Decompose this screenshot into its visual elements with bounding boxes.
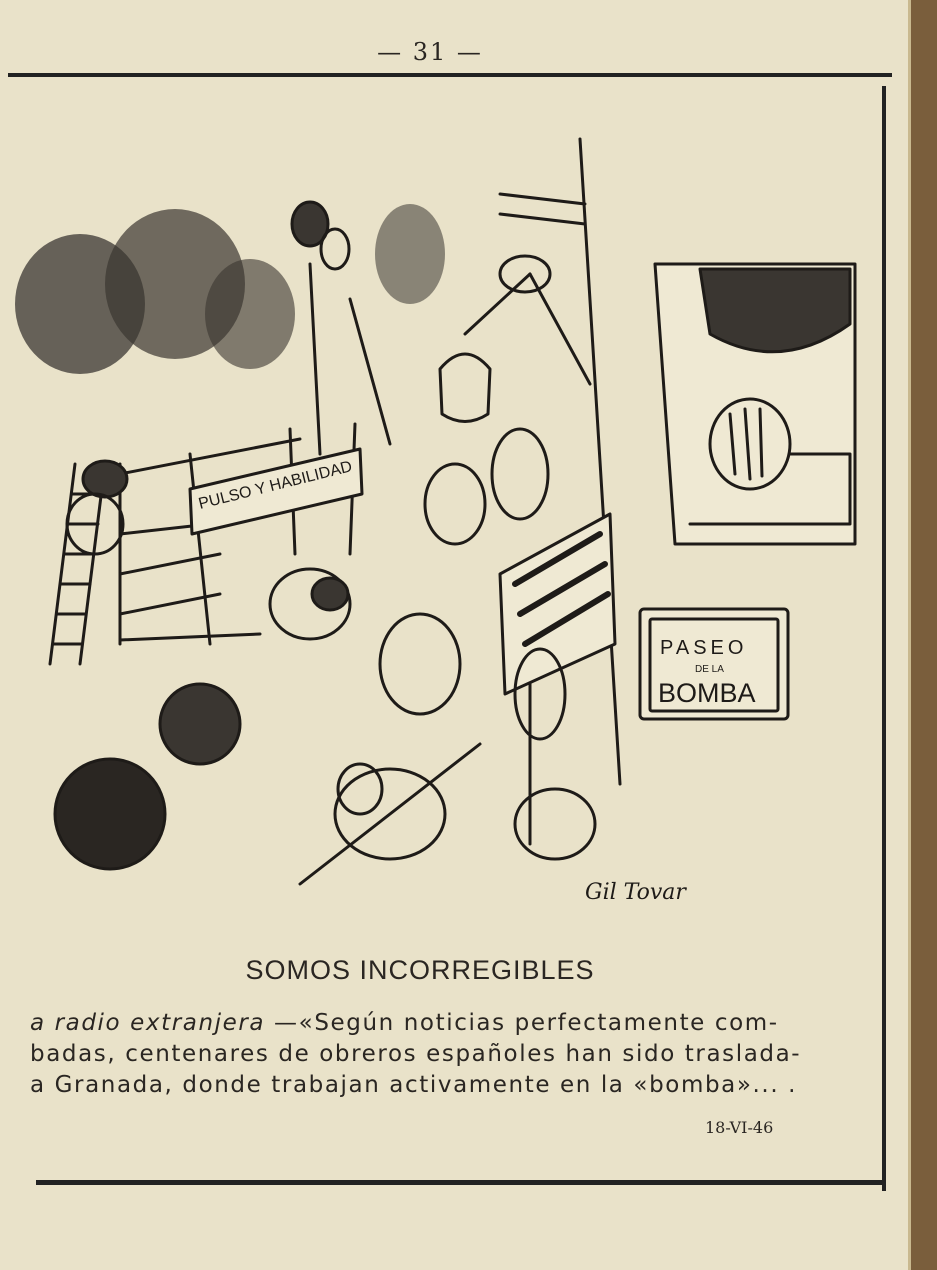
- tennis-racket: [298, 742, 482, 886]
- artist-signature: Gil Tovar: [585, 880, 687, 905]
- street-sign-line3: BOMBA: [658, 678, 756, 708]
- caption-title: SOMOS INCORREGIBLES: [245, 955, 595, 985]
- radio-window: [653, 262, 857, 546]
- caption-line-3: a Granada, donde trabajan activamente en…: [30, 1072, 798, 1098]
- lamp: [438, 254, 592, 423]
- right-rule: [882, 86, 886, 1191]
- street-sign-frame: [638, 607, 790, 721]
- trees: [15, 204, 445, 374]
- building: [498, 137, 622, 846]
- page-edge-shadow: [908, 0, 911, 1270]
- bottom-rule: [36, 1180, 884, 1185]
- caption-line-1-rest: —«Según noticias perfectamente com-: [265, 1010, 779, 1036]
- page-number: — 31 —: [377, 38, 483, 66]
- figures: [53, 427, 597, 871]
- caption-source: a radio extranjera: [30, 1010, 266, 1036]
- caption-line-2: badas, centenares de obreros españoles h…: [30, 1041, 802, 1067]
- cartoon-illustration: PULSO Y HABILIDAD PASEO DE LA BOMBA Gil …: [15, 137, 857, 905]
- page-edge: [911, 0, 937, 1270]
- date-stamp: 18-VI-46: [705, 1118, 774, 1137]
- caption-line-1: a radio extranjera —«Según noticias perf…: [30, 1008, 865, 1039]
- top-rule: [8, 73, 892, 77]
- street-sign-line2: DE LA: [695, 664, 724, 675]
- street-sign-line1: PASEO: [660, 637, 747, 659]
- fence: [118, 422, 364, 646]
- caption-body: a radio extranjera —«Según noticias perf…: [30, 1008, 865, 1101]
- pole-climber: [290, 200, 392, 456]
